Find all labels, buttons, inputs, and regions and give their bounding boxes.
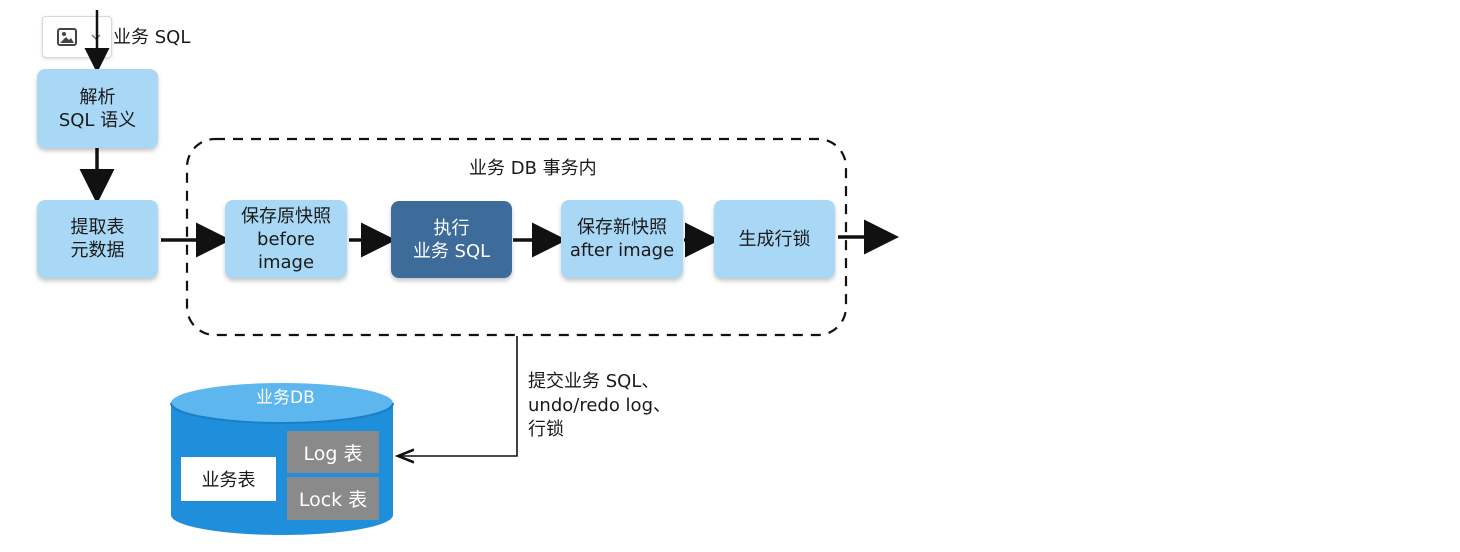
node-row-lock-text: 生成行锁: [738, 228, 811, 250]
node-parse-sql: 解析 SQL 语义: [37, 69, 158, 148]
node-extract-metadata: 提取表 元数据: [37, 200, 158, 278]
node-before-image: 保存原快照 before image: [225, 200, 347, 278]
image-toolbar[interactable]: [42, 16, 112, 58]
image-icon[interactable]: [57, 28, 77, 46]
node-before-image-text: 保存原快照 before image: [241, 205, 331, 273]
commit-label: 提交业务 SQL、 undo/redo log、 行锁: [528, 371, 671, 440]
log-table-label: Log 表: [303, 442, 363, 465]
node-execute-sql: 执行 业务 SQL: [391, 201, 512, 278]
lock-table-box: Lock 表: [287, 477, 379, 520]
node-after-image: 保存新快照 after image: [561, 200, 683, 278]
node-row-lock: 生成行锁: [714, 200, 835, 278]
top-input-label: 业务 SQL: [113, 27, 191, 48]
business-table-box: 业务表: [181, 457, 276, 501]
db-title: 业务DB: [256, 388, 315, 408]
node-parse-sql-text: 解析 SQL 语义: [58, 86, 137, 131]
node-after-image-text: 保存新快照 after image: [569, 217, 675, 261]
lock-table-label: Lock 表: [298, 489, 368, 511]
log-table-box: Log 表: [287, 431, 379, 473]
commit-connector: [398, 336, 518, 456]
transaction-label: 业务 DB 事务内: [469, 158, 597, 179]
node-execute-sql-text: 执行 业务 SQL: [412, 217, 491, 262]
node-extract-metadata-text: 提取表 元数据: [70, 217, 125, 261]
business-table-label: 业务表: [201, 470, 256, 491]
